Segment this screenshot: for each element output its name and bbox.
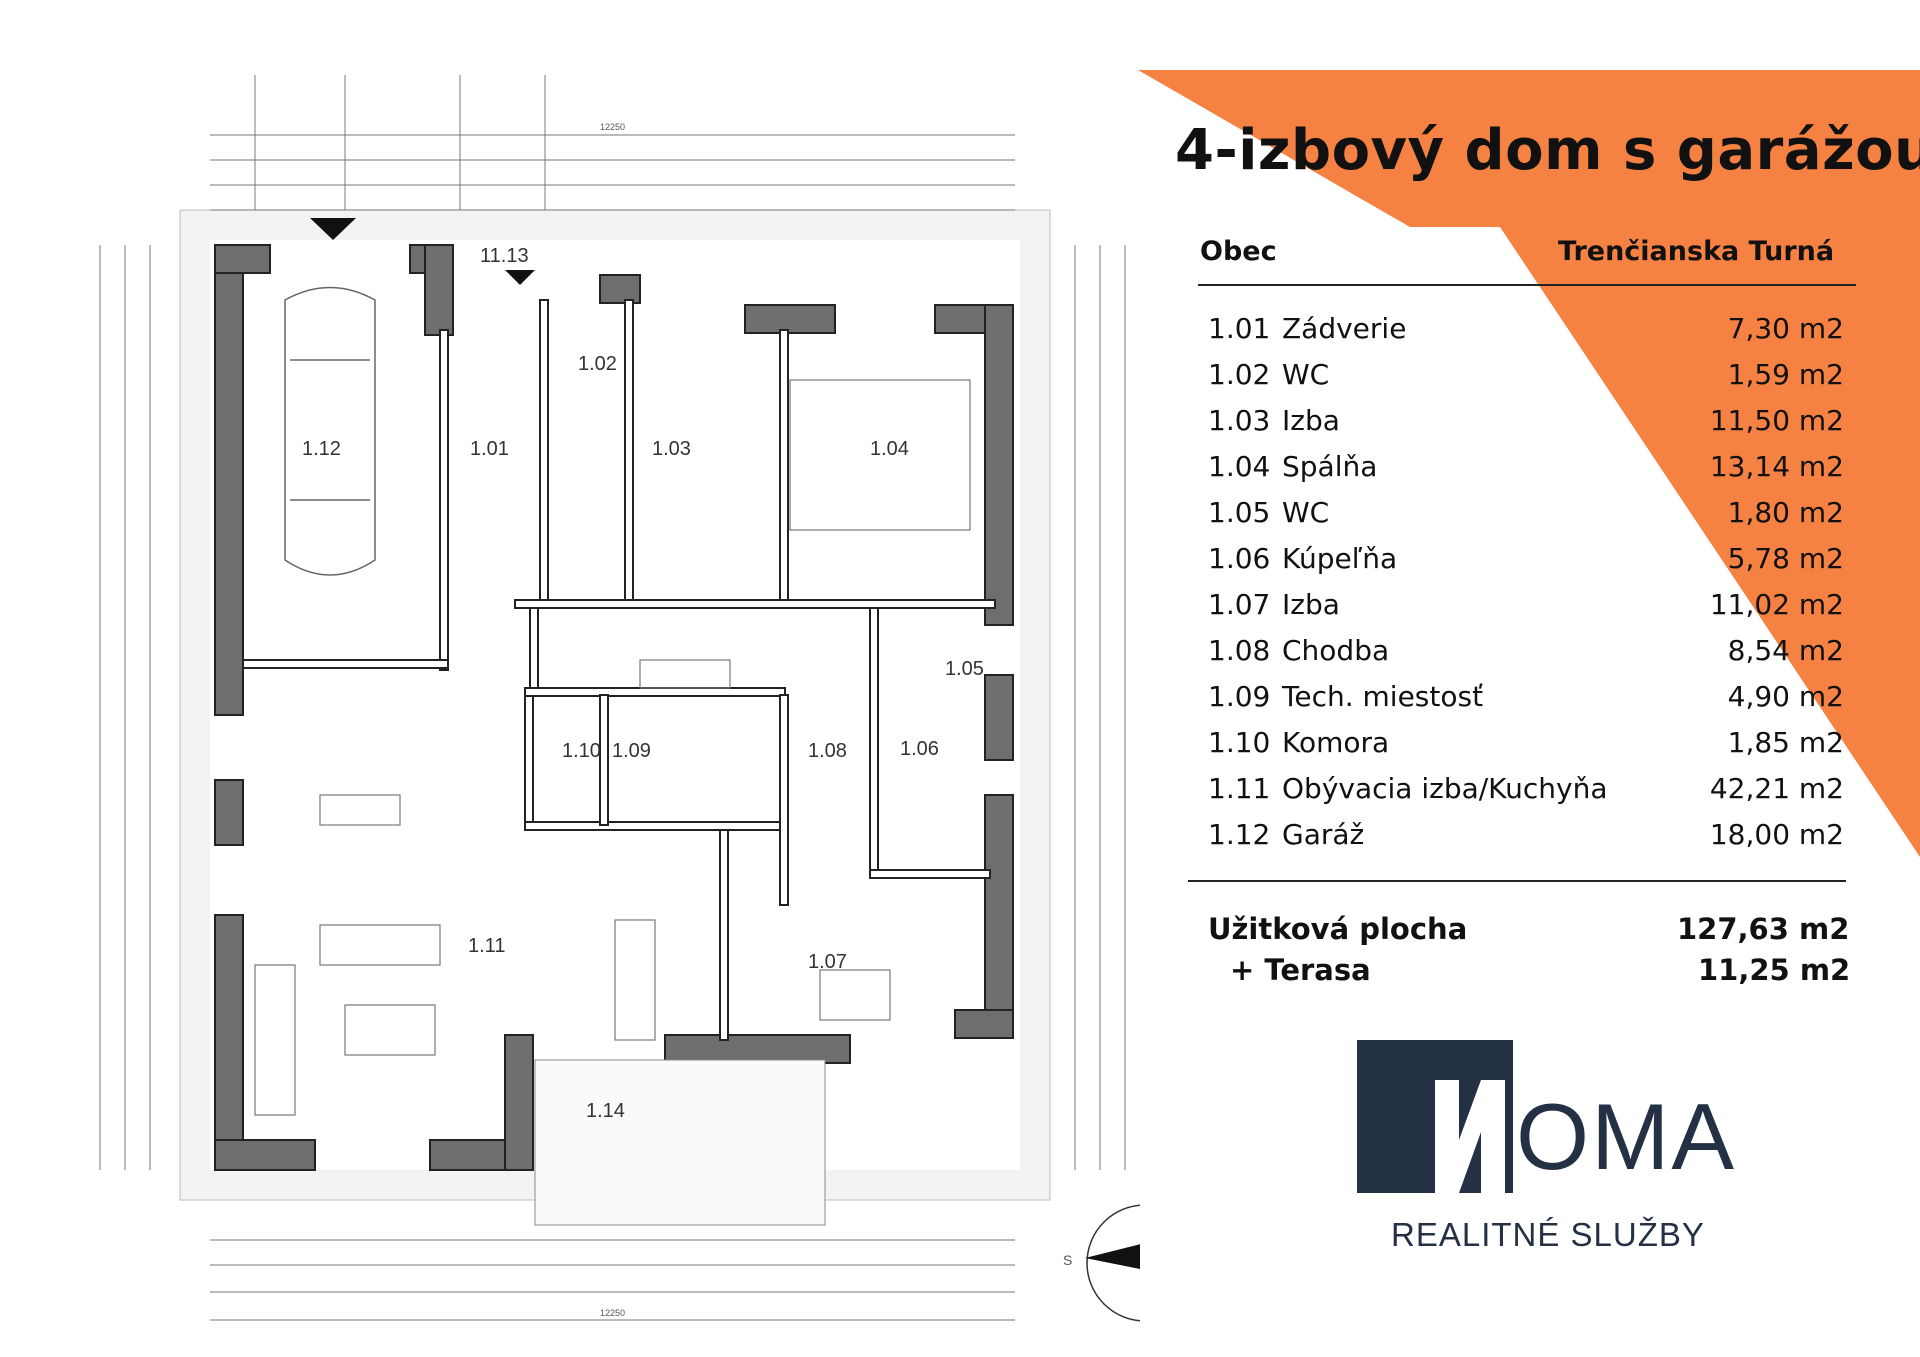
plan-label-109: 1.09 [612,740,651,762]
usable-area-label: Užitková plocha [1208,912,1468,946]
plan-label-104: 1.04 [870,438,909,460]
room-area: 1,80 m2 [1727,496,1844,529]
plan-label-107: 1.07 [808,951,847,973]
plan-label-106: 1.06 [900,738,939,760]
plan-label-114: 1.14 [586,1100,625,1122]
floor-plan: 12250 12250 [99,75,1140,1322]
usable-area-value: 127,63 m2 [1677,912,1850,946]
room-code: 1.05 [1208,496,1271,529]
room-area: 13,14 m2 [1709,450,1844,483]
room-row: 1.05 WC 1,80 m2 [1208,496,1848,542]
room-row: 1.10 Komora 1,85 m2 [1208,726,1848,772]
plan-label-103: 1.03 [652,438,691,460]
location-value: Trenčianska Turná [1558,236,1835,267]
room-row: 1.09 Tech. miestosť 4,90 m2 [1208,680,1848,726]
room-row: 1.02 WC 1,59 m2 [1208,358,1848,404]
svg-text:S: S [1063,1252,1072,1268]
location-label: Obec [1200,236,1277,267]
room-name: WC [1282,358,1330,391]
page-title: 4-izbový dom s garážou [1175,118,1920,183]
brand-logo-mark [1357,1040,1513,1193]
n-letter-icon [1435,1080,1505,1193]
summary-divider [1188,880,1846,882]
terrace-value: 11,25 m2 [1698,953,1851,987]
plan-label-102: 1.02 [578,353,617,375]
room-name: Kúpeľňa [1282,542,1398,575]
room-name: Tech. miestosť [1282,680,1484,713]
room-area: 42,21 m2 [1709,772,1844,805]
room-row: 1.03 Izba 11,50 m2 [1208,404,1848,450]
room-row: 1.01 Zádverie 7,30 m2 [1208,312,1848,358]
room-row: 1.07 Izba 11,02 m2 [1208,588,1848,634]
room-name: Spálňa [1282,450,1378,483]
compass-icon: S [1063,1204,1140,1322]
plan-label-110: 1.10 [562,740,601,762]
room-name: Chodba [1282,634,1390,667]
room-area: 4,90 m2 [1727,680,1844,713]
room-area: 5,78 m2 [1727,542,1844,575]
room-code: 1.04 [1208,450,1271,483]
room-code: 1.01 [1208,312,1271,345]
room-code: 1.02 [1208,358,1271,391]
room-row: 1.08 Chodba 8,54 m2 [1208,634,1848,680]
brand-name: OMA [1516,1084,1737,1189]
top-dimension: 12250 [600,122,625,132]
room-name: Zádverie [1282,312,1407,345]
room-area: 8,54 m2 [1727,634,1844,667]
room-row: 1.06 Kúpeľňa 5,78 m2 [1208,542,1848,588]
brand-tagline: REALITNÉ SLUŽBY [1391,1216,1705,1253]
room-area: 18,00 m2 [1709,818,1844,851]
room-area: 1,59 m2 [1727,358,1844,391]
room-row: 1.11 Obývacia izba/Kuchyňa 42,21 m2 [1208,772,1848,818]
room-name: Obývacia izba/Kuchyňa [1282,772,1608,805]
plan-label-112: 1.12 [302,438,341,460]
room-name: WC [1282,496,1330,529]
room-code: 1.07 [1208,588,1271,621]
room-name: Izba [1282,588,1340,621]
plan-label-105: 1.05 [945,658,984,680]
room-code: 1.10 [1208,726,1271,759]
room-area: 7,30 m2 [1727,312,1844,345]
room-row: 1.04 Spálňa 13,14 m2 [1208,450,1848,496]
room-code: 1.08 [1208,634,1271,667]
plan-label-113: 11.13 [480,245,529,267]
plan-label-108: 1.08 [808,740,847,762]
room-code: 1.06 [1208,542,1271,575]
plan-label-111: 1.11 [468,935,505,957]
room-area: 1,85 m2 [1727,726,1844,759]
room-name: Garáž [1282,818,1365,851]
header-divider [1198,284,1856,286]
room-row: 1.12 Garáž 18,00 m2 [1208,818,1848,864]
room-code: 1.11 [1208,772,1271,805]
room-code: 1.12 [1208,818,1271,851]
bottom-dimension: 12250 [600,1308,625,1318]
room-code: 1.09 [1208,680,1271,713]
room-name: Izba [1282,404,1340,437]
room-code: 1.03 [1208,404,1271,437]
plan-label-101: 1.01 [470,438,509,460]
terrace-label: + Terasa [1230,953,1371,987]
room-name: Komora [1282,726,1390,759]
room-area: 11,50 m2 [1709,404,1844,437]
room-area: 11,02 m2 [1709,588,1844,621]
